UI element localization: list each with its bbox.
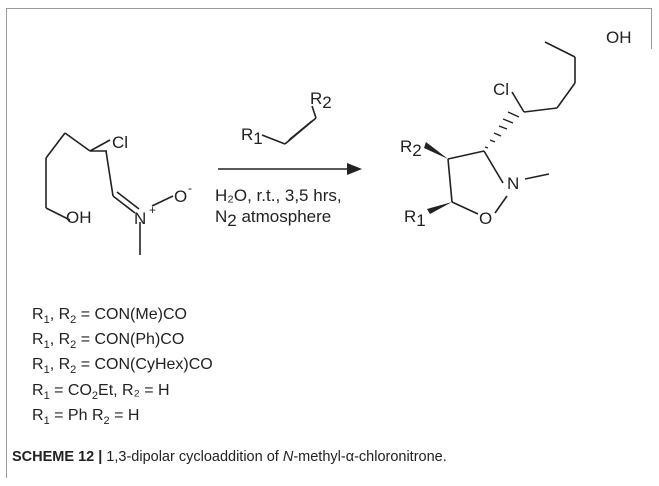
substituent-row: R1 = Ph R2 = H <box>32 406 140 427</box>
reactant-n-charge: + <box>149 203 156 217</box>
reactant-n: N <box>134 209 146 228</box>
product-structure <box>447 41 576 215</box>
conditions-line1: H₂O, r.t., 3,5 hrs, <box>215 186 342 205</box>
product-oh: OH <box>606 28 632 47</box>
reactant-o-charge: - <box>188 181 192 195</box>
product-n: N <box>507 174 519 193</box>
substituent-row: R1, R2 = CON(CyHex)CO <box>32 356 213 377</box>
reaction-scheme: Cl OH N + O - R1 R2 H₂O, r.t., 3,5 hrs, … <box>45 28 632 255</box>
product-o: O <box>479 209 492 228</box>
figure-caption: SCHEME 12 | 1,3-dipolar cycloaddition of… <box>12 449 447 465</box>
alkene-r1: R1 <box>241 125 263 148</box>
substituent-list: R1, R2 = CON(Me)CO R1, R2 = CON(Ph)CO R1… <box>32 305 213 431</box>
reactant-structure <box>45 132 174 255</box>
arrow-head-icon <box>347 163 362 175</box>
wedge-bond <box>424 142 448 159</box>
substituent-row: R1, R2 = CON(Me)CO <box>32 306 187 327</box>
scheme-frame <box>6 8 652 478</box>
product-r1: R1 <box>404 207 426 230</box>
reactant-o: O <box>174 187 187 206</box>
alkene-structure <box>261 105 317 145</box>
substituent-row: R1, R2 = CON(Ph)CO <box>32 331 185 352</box>
alkene-r2: R2 <box>310 89 332 112</box>
conditions-line2: N2 atmosphere <box>215 207 331 230</box>
hashed-bond <box>484 111 520 149</box>
product-cl: Cl <box>493 80 509 99</box>
reactant-oh: OH <box>66 208 92 227</box>
reactant-cl: Cl <box>112 133 128 152</box>
wedge-bond <box>427 202 452 214</box>
product-r2: R2 <box>400 137 422 160</box>
substituent-row: R1 = CO2Et, R₂ = H <box>32 381 170 402</box>
